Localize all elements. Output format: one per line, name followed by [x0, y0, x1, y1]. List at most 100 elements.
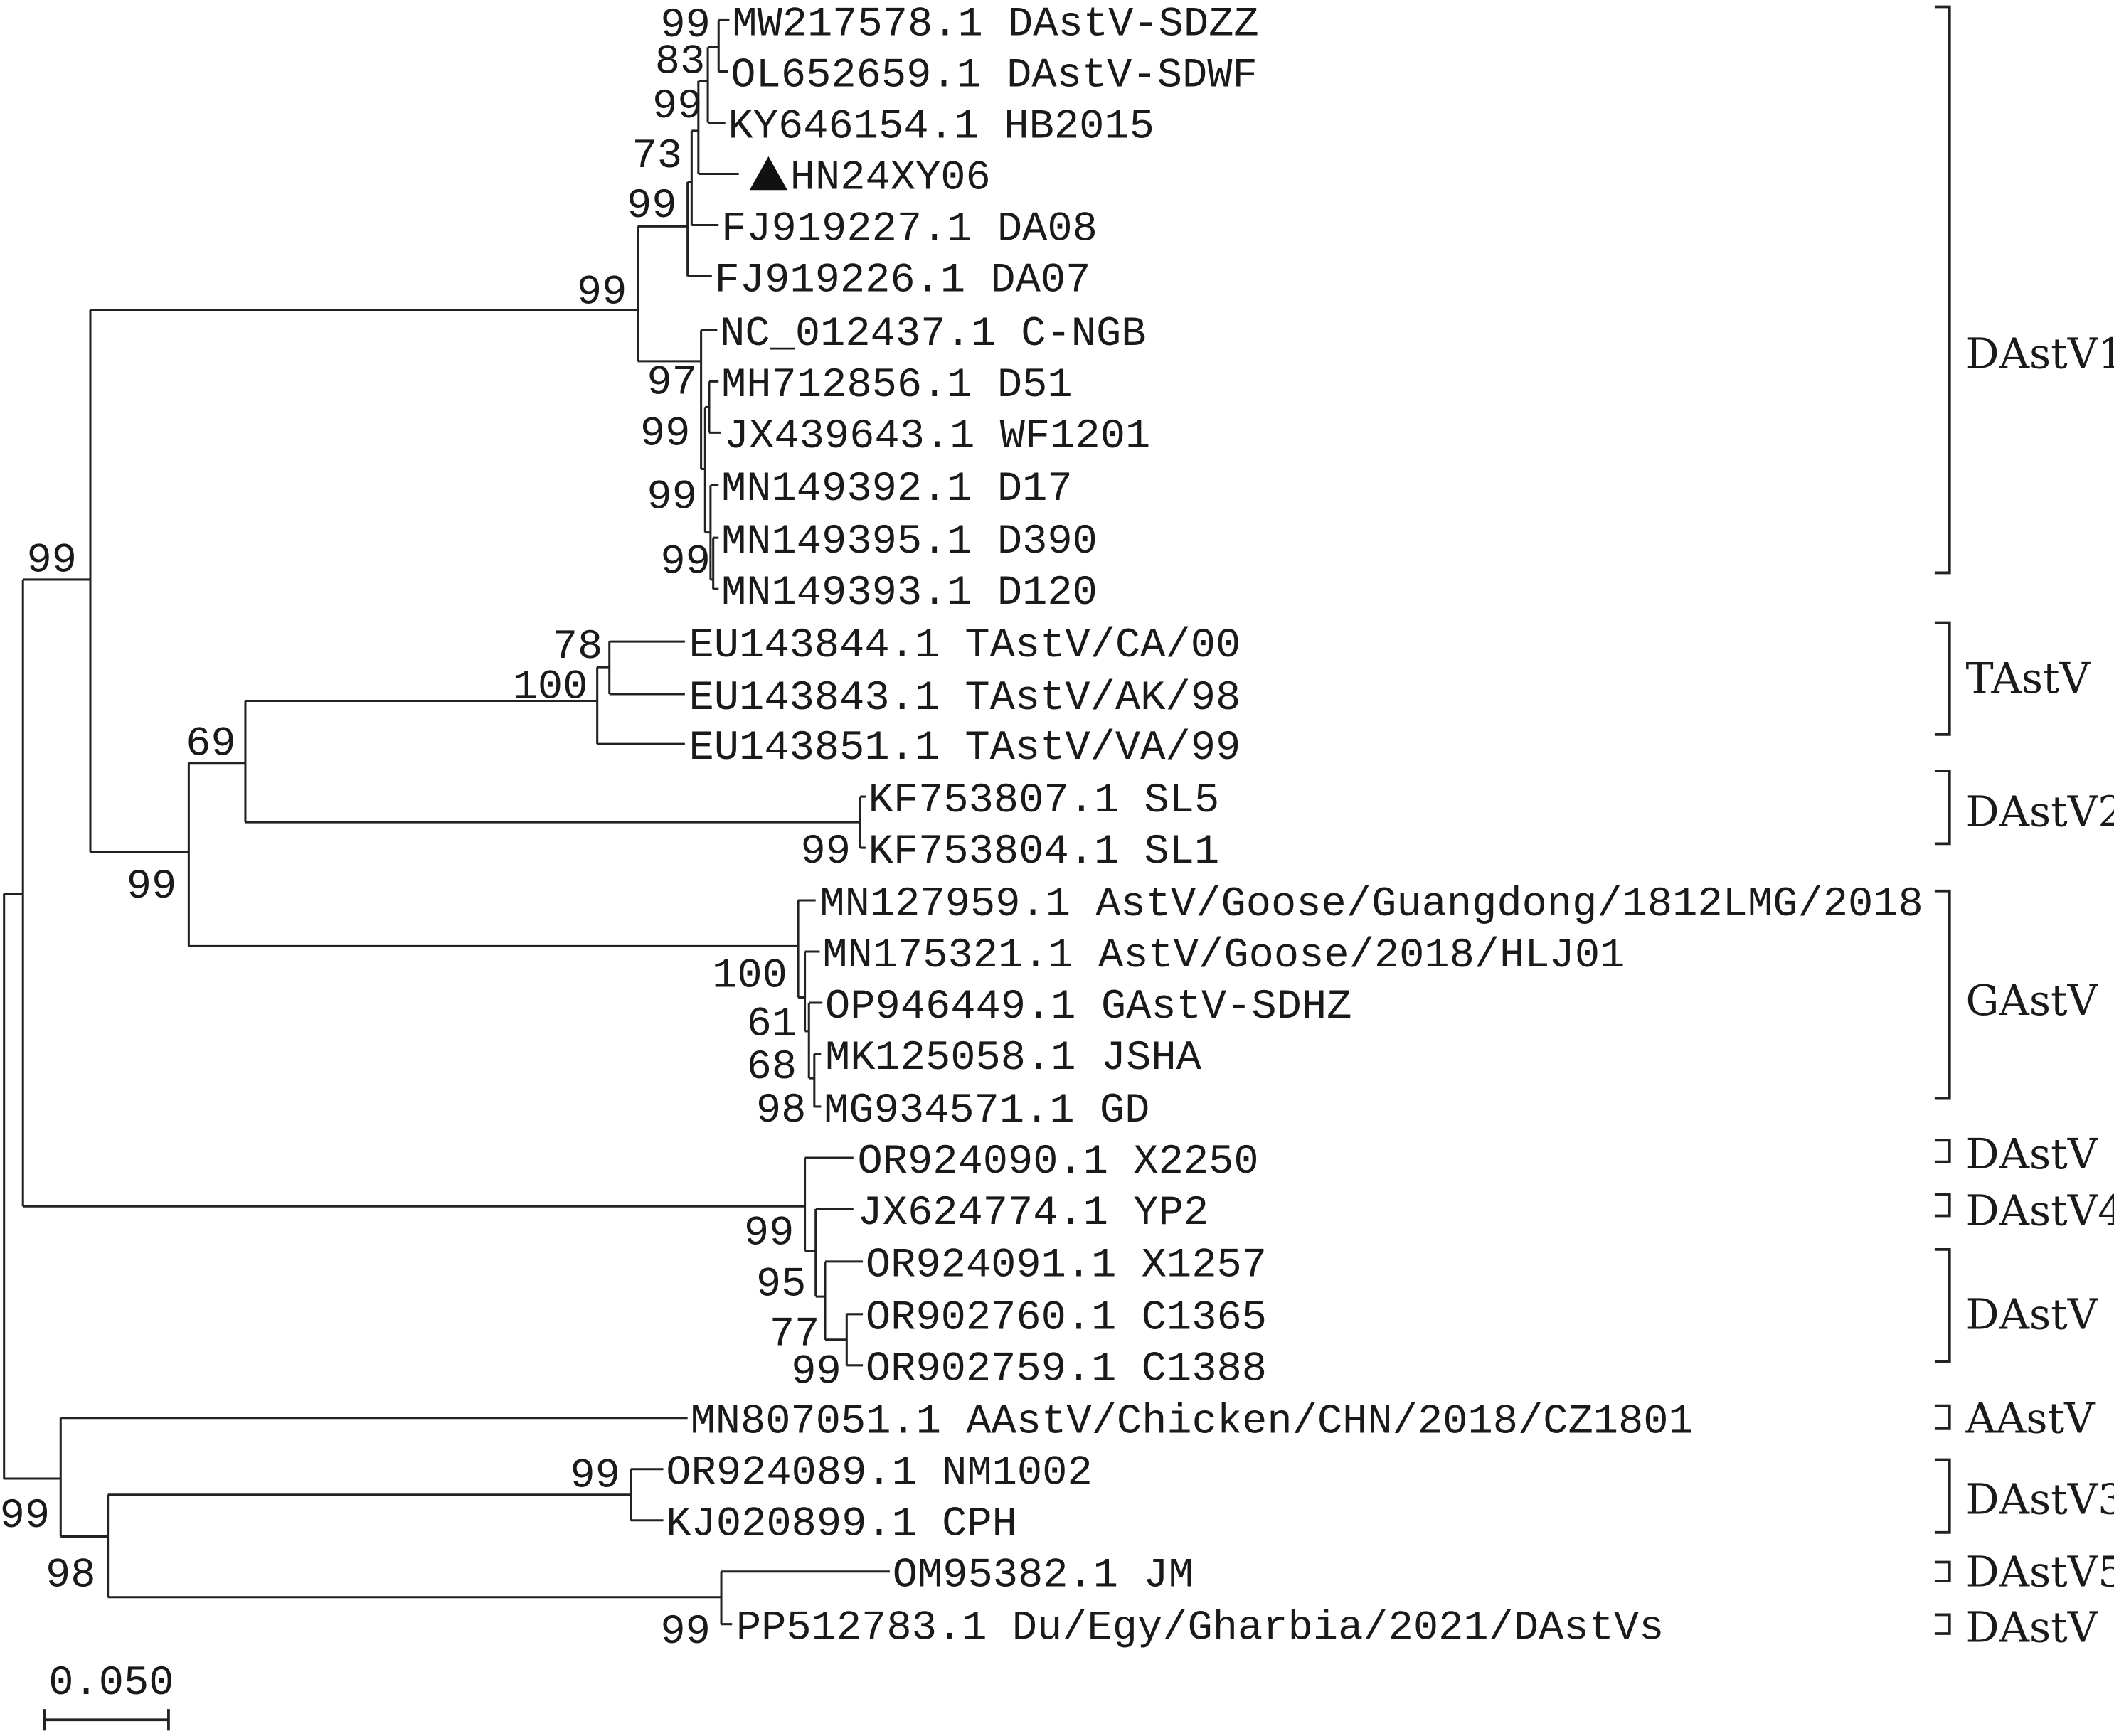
clade-label: DAstV3	[1966, 1474, 2114, 1523]
branch	[712, 536, 719, 590]
branch	[804, 950, 820, 1033]
taxon-label: MN149392.1 D17	[721, 465, 1073, 513]
taxon-label: MN807051.1 AAstV/Chicken/CHN/2018/CZ1801	[690, 1398, 1693, 1446]
branch	[814, 1208, 854, 1298]
branch	[59, 1417, 688, 1538]
taxon-label: EU143851.1 TAstV/VA/99	[689, 724, 1241, 772]
taxon-label: NC_012437.1 C-NGB	[720, 310, 1146, 358]
bootstrap-value: 99	[660, 538, 711, 585]
bootstrap-value: 77	[770, 1310, 820, 1358]
bootstrap-value: 61	[747, 1001, 797, 1048]
branch	[187, 762, 799, 947]
taxon-label: MN149395.1 D390	[721, 518, 1098, 565]
clade-bracket	[1934, 1458, 1951, 1534]
clade-brackets: DAstV1TAstVDAstV2GAstVDAstVDAstV4DAstVAA…	[1934, 5, 2114, 1651]
taxon-label: HN24XY06	[790, 154, 991, 201]
taxon-label: OP946449.1 GAstV-SDHZ	[825, 983, 1351, 1031]
bootstrap-value: 83	[655, 38, 706, 85]
triangle-marker-icon	[749, 156, 787, 191]
clade-label: DAstV2	[1966, 787, 2114, 836]
taxon-label: FJ919226.1 DA07	[715, 256, 1091, 304]
clade-label: DAstV	[1966, 1129, 2099, 1178]
taxon-label: OR902759.1 C1388	[866, 1346, 1267, 1393]
branch	[107, 1493, 722, 1599]
clade-bracket	[1934, 621, 1951, 736]
branch	[637, 225, 701, 363]
bootstrap-value: 95	[756, 1260, 807, 1308]
branch	[690, 129, 719, 227]
clade-label: DAstV5	[1966, 1548, 2114, 1597]
bootstrap-value: 100	[513, 664, 588, 711]
branch	[608, 640, 685, 696]
taxon-label: MN127959.1 AstV/Goose/Guangdong/1812LMG/…	[819, 880, 1923, 928]
bootstrap-value: 99	[627, 182, 677, 230]
taxon-label: JX439643.1 WF1201	[724, 412, 1150, 460]
bootstrap-value: 99	[660, 1608, 711, 1656]
taxon-label: OR902760.1 C1365	[866, 1294, 1267, 1342]
bootstrap-value: 99	[127, 863, 177, 910]
bootstrap-value: 99	[791, 1348, 841, 1395]
taxon-label: MK125058.1 JSHA	[825, 1034, 1202, 1082]
clade-label: DAstV	[1966, 1290, 2099, 1339]
clade-bracket	[1934, 1193, 1951, 1218]
clade-label: GAstV	[1966, 976, 2099, 1025]
clade-bracket	[1934, 889, 1951, 1100]
clade-label: DAstV1	[1966, 329, 2114, 378]
taxon-label: OR924091.1 X1257	[866, 1242, 1267, 1289]
taxon-label: MW217578.1 DAstV-SDZZ	[732, 0, 1258, 48]
bootstrap-value: 97	[647, 358, 697, 406]
taxon-label: JX624774.1 YP2	[857, 1189, 1209, 1237]
clade-bracket	[1934, 770, 1951, 846]
branch	[807, 1001, 823, 1080]
bootstrap-values: 9983997399999799999999781006999991006168…	[0, 1, 851, 1656]
clade-bracket	[1934, 5, 1951, 575]
taxon-label: OR924090.1 X2250	[857, 1138, 1258, 1186]
taxon-label: EU143843.1 TAstV/AK/98	[689, 674, 1241, 722]
bootstrap-value: 73	[632, 132, 683, 180]
branch	[717, 18, 730, 73]
taxon-label: KF753807.1 SL5	[869, 777, 1220, 824]
clade-label: DAstV	[1966, 1602, 2099, 1651]
clade-bracket	[1934, 1247, 1951, 1363]
clade-bracket	[1934, 1139, 1951, 1163]
scale-bar: 0.050	[43, 1659, 174, 1731]
scale-bar-line	[43, 1709, 170, 1731]
taxon-label: KF753804.1 SL1	[869, 828, 1220, 875]
branch	[21, 578, 805, 1208]
bootstrap-value: 99	[0, 1492, 50, 1540]
branch	[697, 80, 739, 175]
branch	[845, 1313, 864, 1367]
taxon-label: OM95382.1 JM	[893, 1552, 1194, 1599]
bootstrap-value: 99	[27, 537, 78, 585]
taxon-label: OR924089.1 NM1002	[666, 1449, 1092, 1497]
branch	[709, 484, 719, 581]
clade-bracket	[1934, 1613, 1951, 1635]
branch	[824, 1260, 864, 1341]
bootstrap-value: 99	[652, 82, 703, 130]
tree-branches	[3, 18, 890, 1626]
clade-label: TAstV	[1966, 654, 2091, 703]
taxon-label: MN149393.1 D120	[721, 569, 1098, 617]
taxon-label: KJ020899.1 CPH	[666, 1501, 1017, 1548]
bootstrap-value: 100	[712, 952, 787, 999]
branch	[706, 46, 726, 124]
clade-bracket	[1934, 1404, 1951, 1430]
branch	[244, 699, 861, 824]
bootstrap-value: 99	[577, 268, 627, 316]
bootstrap-value: 99	[800, 828, 851, 875]
bootstrap-value: 68	[747, 1043, 797, 1091]
clade-bracket	[1934, 1560, 1951, 1582]
branch	[596, 666, 685, 745]
bootstrap-value: 78	[553, 623, 603, 671]
branch	[630, 1468, 664, 1522]
bootstrap-value: 99	[744, 1209, 795, 1257]
branch	[797, 899, 816, 999]
bootstrap-value: 99	[647, 473, 697, 521]
taxon-label: EU143844.1 TAstV/CA/00	[689, 622, 1241, 669]
taxon-label: MN175321.1 AstV/Goose/2018/HLJ01	[822, 932, 1625, 979]
branch	[89, 309, 638, 853]
bootstrap-value: 99	[660, 1, 711, 49]
branch	[3, 892, 61, 1480]
